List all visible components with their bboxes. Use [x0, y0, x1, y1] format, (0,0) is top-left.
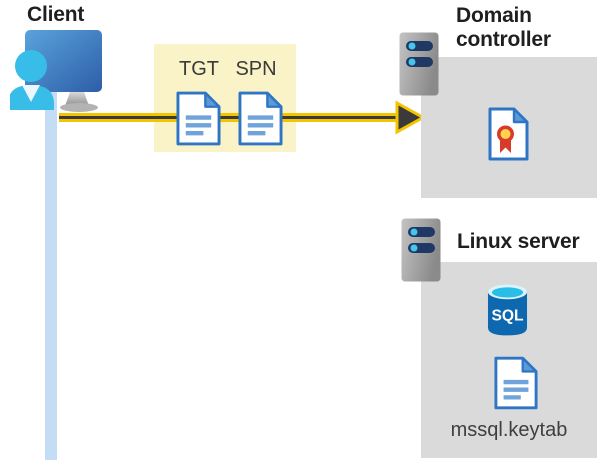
tgt-document-icon — [176, 91, 221, 146]
linux-server-icon — [401, 218, 441, 282]
client-timeline-line — [45, 92, 57, 460]
domain-controller-server-icon — [399, 32, 439, 96]
sql-icon-text: SQL — [491, 308, 524, 325]
keytab-document-icon — [494, 356, 538, 410]
spn-document-icon — [238, 91, 283, 146]
domain-controller-title: Domain controller — [456, 4, 551, 51]
sql-database-icon: SQL — [487, 284, 528, 336]
keytab-filename-label: mssql.keytab — [450, 419, 568, 441]
auth-request-arrow — [59, 100, 427, 135]
spn-label: SPN — [235, 58, 277, 80]
certificate-icon — [488, 107, 529, 161]
client-user-monitor-icon — [10, 30, 102, 112]
tgt-label: TGT — [179, 58, 219, 80]
client-title: Client — [27, 3, 85, 26]
linux-server-title: Linux server — [457, 230, 580, 253]
